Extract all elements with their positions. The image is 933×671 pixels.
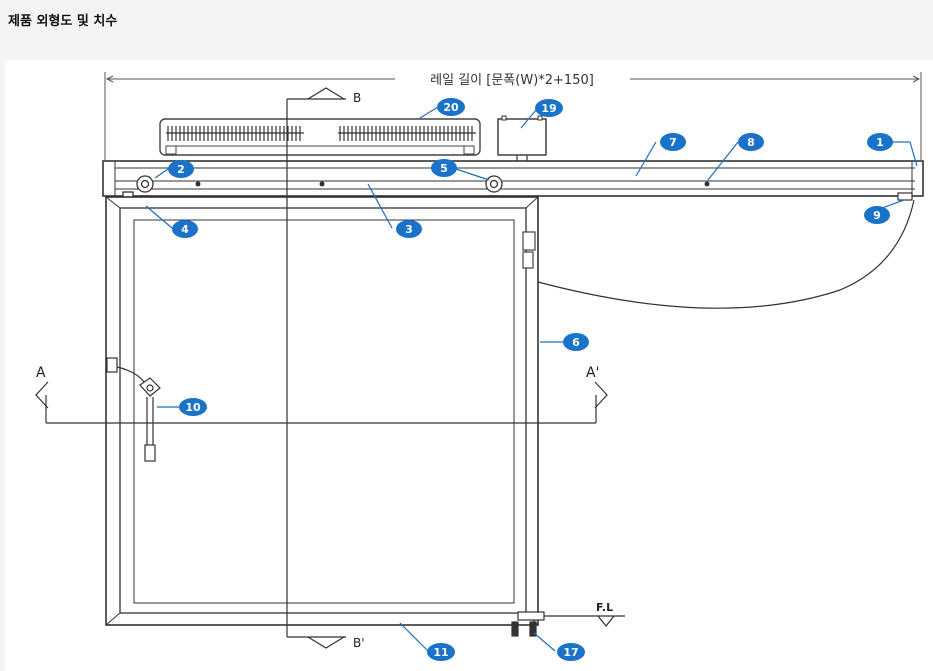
- air-curtain-vent-left: [166, 126, 304, 141]
- svg-text:1: 1: [876, 136, 884, 149]
- svg-text:10: 10: [185, 401, 201, 414]
- svg-text:3: 3: [405, 223, 413, 236]
- swing-arc: [537, 199, 915, 309]
- callout-badge-9: 9: [864, 206, 890, 224]
- callout-badge-11: 11: [427, 643, 455, 661]
- svg-text:7: 7: [669, 136, 677, 149]
- svg-text:19: 19: [541, 102, 556, 115]
- svg-text:8: 8: [747, 136, 755, 149]
- callout-leaders: [145, 106, 918, 652]
- air-curtain-unit: [159, 118, 481, 156]
- svg-text:17: 17: [563, 646, 578, 659]
- callout-badge-6: 6: [563, 333, 589, 351]
- callout-badge-3: 3: [396, 220, 422, 238]
- section-line-a: [35, 381, 608, 424]
- section-line-b: [286, 87, 346, 649]
- floor-label: F.L: [596, 601, 613, 614]
- callout-badge-5: 5: [431, 159, 457, 177]
- stopper-right: [897, 192, 913, 201]
- control-box: [497, 115, 547, 162]
- dimension-label: 레일 길이 [문폭(W)*2+150]: [430, 73, 594, 88]
- callout-badge-10: 10: [179, 398, 207, 416]
- section-a-left-label: A: [36, 365, 46, 381]
- svg-text:9: 9: [873, 209, 881, 222]
- air-curtain-vent-right: [338, 126, 476, 141]
- callout-badge-17: 17: [557, 643, 585, 661]
- sensor-bracket: [522, 231, 536, 269]
- svg-text:6: 6: [572, 336, 580, 349]
- door-leaf: [105, 196, 539, 626]
- section-a-right-label: A': [586, 365, 599, 381]
- section-b-top-label: B: [353, 91, 361, 105]
- page-title: 제품 외형도 및 치수: [8, 14, 118, 29]
- svg-text:11: 11: [433, 646, 448, 659]
- callout-badge-19: 19: [535, 99, 563, 117]
- svg-text:20: 20: [443, 101, 459, 114]
- floor-marker: [511, 611, 625, 637]
- rail-length-dimension: [104, 72, 922, 160]
- callout-badge-4: 4: [172, 220, 198, 238]
- rail: [102, 160, 924, 197]
- svg-text:2: 2: [177, 163, 185, 176]
- callout-badge-8: 8: [738, 133, 764, 151]
- callout-badge-2: 2: [168, 160, 194, 178]
- callout-badge-1: 1: [867, 133, 893, 151]
- door-handle: [106, 357, 161, 462]
- callout-badge-20: 20: [437, 98, 465, 116]
- section-b-bottom-label: B': [353, 636, 365, 650]
- svg-text:4: 4: [181, 223, 189, 236]
- callout-badge-7: 7: [660, 133, 686, 151]
- svg-text:5: 5: [440, 162, 448, 175]
